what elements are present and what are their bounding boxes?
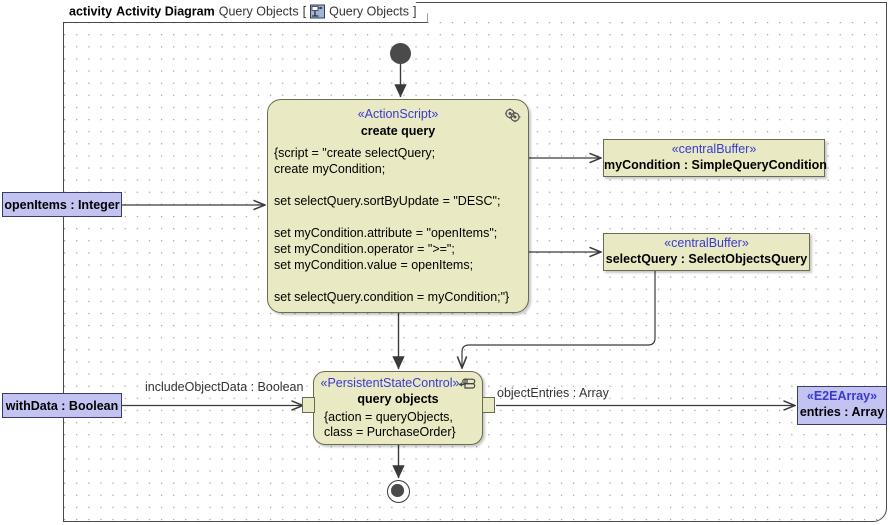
output-pin-objectentries[interactable] <box>482 397 495 413</box>
buffer-title-mycondition: myCondition : SimpleQueryCondition <box>604 158 827 172</box>
stereotype-e2earray: «E2EArray» <box>806 389 878 403</box>
frame-content-name: Query Objects <box>329 4 410 19</box>
action-node-query-objects[interactable]: «PersistentStateControl» query objects {… <box>313 371 483 445</box>
frame-kind-label: activity <box>69 4 113 19</box>
edge-label-objectentries: objectEntries : Array <box>497 386 609 400</box>
node-body-query-objects: {action = queryObjects, class = Purchase… <box>324 410 456 439</box>
script-gears-icon <box>504 107 521 123</box>
frame-bracket-close: ] <box>413 4 417 19</box>
node-title-query-objects: query objects <box>357 392 439 406</box>
persistent-store-icon <box>458 377 476 392</box>
stereotype-centralbuffer-1: «centralBuffer» <box>671 142 757 156</box>
central-buffer-mycondition[interactable]: «centralBuffer» myCondition : SimpleQuer… <box>603 139 827 177</box>
activity-diagram-icon <box>310 5 325 19</box>
stereotype-centralbuffer-2: «centralBuffer» <box>664 236 749 250</box>
central-buffer-selectquery[interactable]: «centralBuffer» selectQuery : SelectObje… <box>603 233 810 271</box>
action-node-create-query[interactable]: «ActionScript» create query {script = "c… <box>267 99 529 313</box>
frame-diagram-name: Query Objects <box>218 4 299 19</box>
activity-final-node[interactable] <box>387 480 410 503</box>
diagram-frame-tab[interactable]: activity Activity Diagram Query Objects … <box>63 2 428 23</box>
edge-label-includeobjectdata: includeObjectData : Boolean <box>145 380 304 394</box>
input-pin-includeobjectdata[interactable] <box>302 397 315 413</box>
node-title-create-query: create query <box>360 124 436 138</box>
object-node-entries[interactable]: «E2EArray» entries : Array <box>797 386 887 425</box>
stereotype-actionscript: «ActionScript» <box>357 107 439 121</box>
frame-bracket-open: [ <box>302 4 307 19</box>
frame-diagram-label: Activity Diagram <box>116 4 215 19</box>
diagram-frame <box>63 2 887 522</box>
activity-parameter-withdata[interactable]: withData : Boolean <box>2 393 122 418</box>
activity-parameter-openitems[interactable]: openItems : Integer <box>2 192 122 217</box>
node-body-create-query: {script = "create selectQuery; create my… <box>274 146 510 304</box>
initial-node[interactable] <box>390 43 411 64</box>
buffer-title-selectquery: selectQuery : SelectObjectsQuery <box>605 252 808 266</box>
stereotype-persistentstatecontrol: «PersistentStateControl» <box>320 376 460 390</box>
object-node-title-entries: entries : Array <box>799 405 885 419</box>
